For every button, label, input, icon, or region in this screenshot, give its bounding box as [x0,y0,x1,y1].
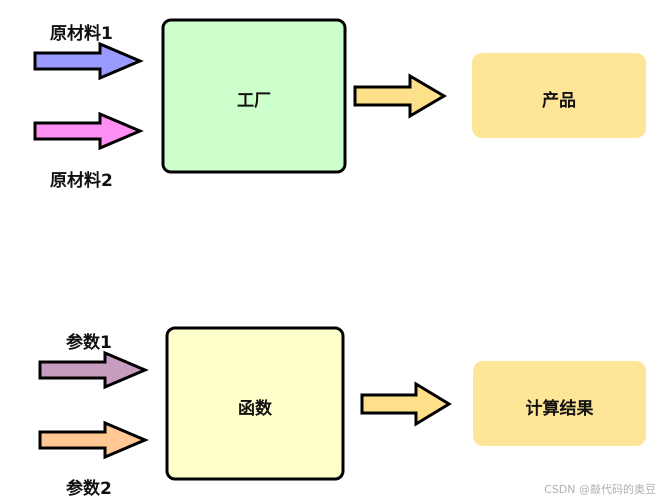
input-label-2: 原材料2 [50,171,113,191]
function-box [165,326,345,481]
factory-box [161,18,347,174]
product-box [472,53,646,138]
param-label-2: 参数2 [66,479,112,499]
product-label: 产品 [542,91,576,111]
result-box [473,361,646,446]
param-label-1: 参数1 [66,333,112,353]
output-arrow-top [353,73,447,119]
watermark: CSDN @敲代码的奥豆 [544,483,656,496]
input-arrow-1 [33,41,144,81]
param-arrow-2 [38,420,149,460]
input-label-1: 原材料1 [50,24,113,44]
function-label: 函数 [238,399,272,419]
param-arrow-1 [38,350,149,390]
factory-label: 工厂 [237,91,271,111]
result-label: 计算结果 [525,399,594,419]
output-arrow-bottom [360,381,452,427]
input-arrow-2 [33,111,144,151]
